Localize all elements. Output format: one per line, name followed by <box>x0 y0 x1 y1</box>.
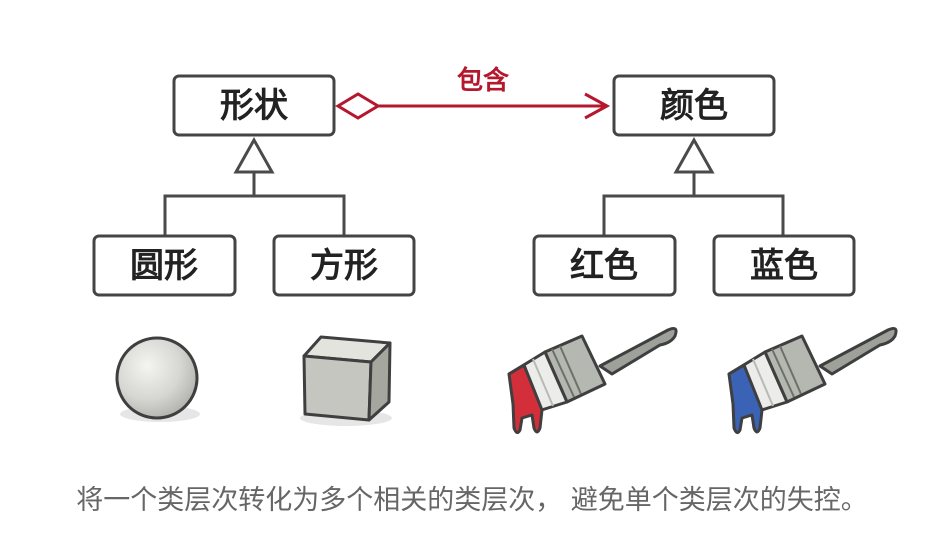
node-blue: 蓝色 <box>712 234 856 297</box>
relation-label: 包含 <box>457 65 510 96</box>
node-square: 方形 <box>272 234 416 297</box>
node-circle: 圆形 <box>92 234 237 297</box>
aggregation-arrowhead <box>584 92 611 120</box>
node-square-label: 方形 <box>310 246 378 286</box>
node-color: 颜色 <box>612 74 776 137</box>
aggregation-diamond <box>335 92 381 120</box>
node-blue-label: 蓝色 <box>750 246 818 286</box>
shape-inheritance-connector <box>163 136 346 236</box>
node-red-label: 红色 <box>570 246 638 286</box>
node-shape-label: 形状 <box>220 86 289 126</box>
caption: 将一个类层次转化为多个相关的类层次， 避免单个类层次的失控。 <box>76 485 868 516</box>
node-circle-label: 圆形 <box>130 246 198 286</box>
red-paintbrush-icon <box>507 327 678 435</box>
inheritance-arrow-shape <box>233 136 275 174</box>
inheritance-arrow-color <box>673 136 715 174</box>
color-inheritance-connector <box>602 136 785 236</box>
cube-icon <box>300 335 392 426</box>
blue-paintbrush-icon <box>727 327 898 435</box>
node-red: 红色 <box>532 234 677 297</box>
node-shape: 形状 <box>172 74 336 137</box>
aggregation-relation: 包含 <box>335 65 611 120</box>
node-color-label: 颜色 <box>660 86 728 126</box>
sphere-icon <box>115 336 200 422</box>
